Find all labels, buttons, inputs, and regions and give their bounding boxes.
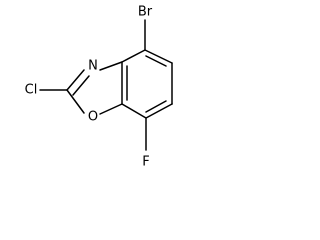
molecule-structure-diagram: Br N Cl O F bbox=[25, 5, 173, 170]
bond-group bbox=[39, 19, 173, 151]
atom-label-o: O bbox=[88, 110, 98, 125]
bond-c5-c4-inner bbox=[145, 55, 167, 67]
bond-c7a-c7 bbox=[121, 103, 147, 119]
bond-c2-o1 bbox=[66, 89, 85, 114]
bond-c7-c6 bbox=[145, 103, 173, 119]
atom-label-group: Br N Cl O F bbox=[25, 5, 153, 170]
bond-c5-c4 bbox=[144, 49, 173, 64]
bond-c3a-n3 bbox=[99, 61, 123, 71]
bond-c4-c3a bbox=[121, 49, 146, 63]
atom-label-n: N bbox=[88, 59, 98, 74]
bond-c7-c6-inner bbox=[145, 100, 167, 113]
atom-label-f: F bbox=[142, 155, 149, 170]
bond-n3-c2 bbox=[66, 69, 85, 91]
bond-n3-c2-inner bbox=[72, 75, 90, 96]
bond-c7a-o1 bbox=[99, 103, 123, 115]
atom-label-br: Br bbox=[138, 5, 153, 20]
atom-label-cl: Cl bbox=[25, 83, 38, 98]
